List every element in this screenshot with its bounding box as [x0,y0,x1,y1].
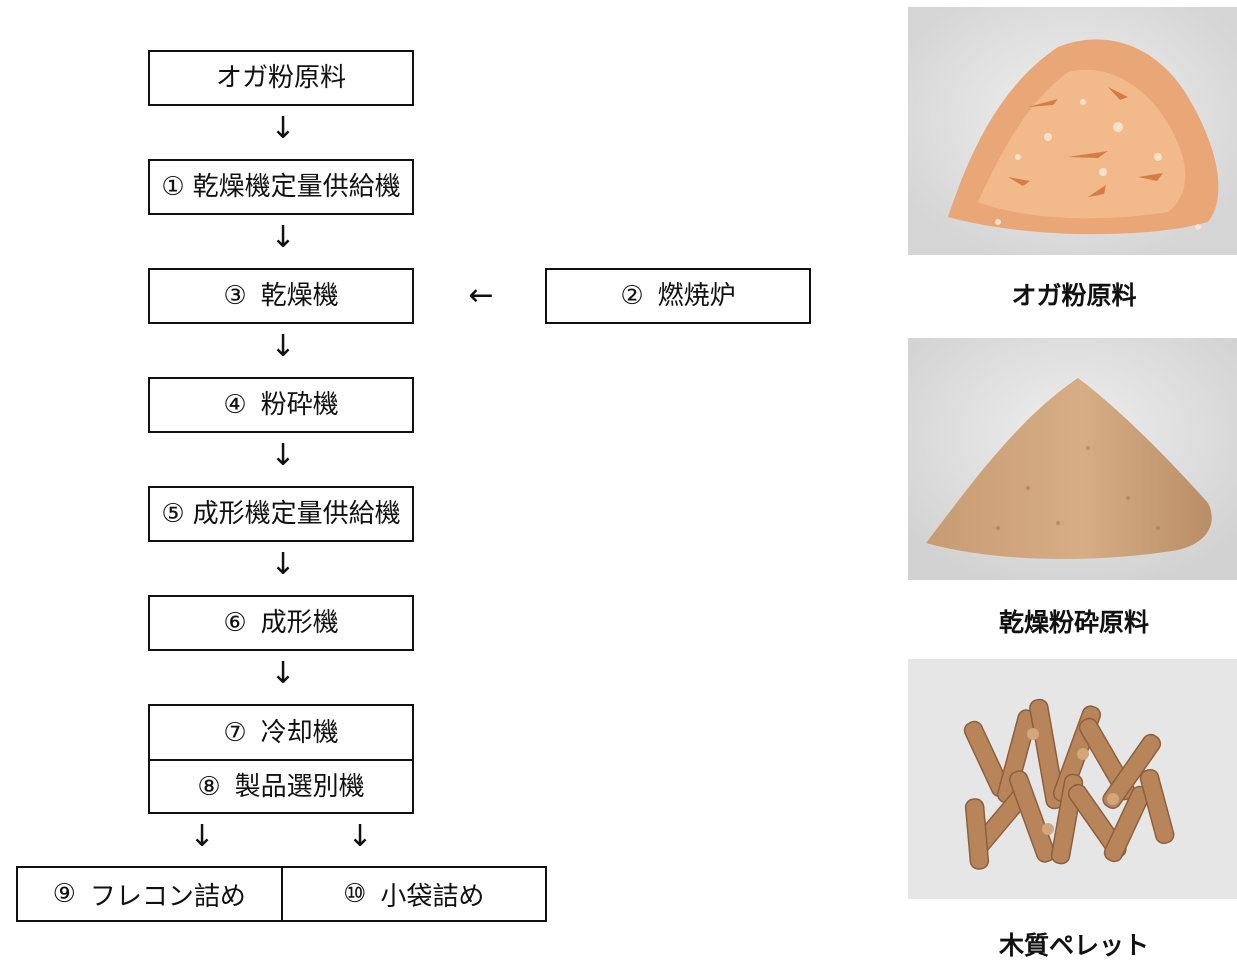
sawdust-powder-photo [908,338,1237,580]
furnace-label: 燃焼炉 [657,281,736,311]
down-arrow-2: ↓ [270,220,296,255]
pellets-caption: 木質ペレット [998,931,1149,960]
down-arrow-5: ↓ [270,547,296,582]
small-bag-label: 小袋詰め [380,881,485,912]
step-number-4: ④ [223,390,247,420]
sawdust-caption: オガ粉原料 [1011,281,1137,310]
down-arrow-6: ↓ [270,656,296,691]
step-number-5: ⑤ [161,499,185,529]
small-bag-cell: ⑩ 小袋詰め [280,868,546,920]
left-arrow: ← [468,278,494,313]
molder-feeder-box: ⑤ 成形機定量供給機 [148,486,414,542]
grinder-box: ④ 粉砕機 [148,377,414,433]
sorter-row: ⑧ 製品選別機 [150,759,412,812]
bulk-bag-label: フレコン詰め [89,881,246,912]
step-number-3: ③ [223,281,247,311]
down-arrow-7: ↓ [189,819,215,854]
dryer-feeder-label: 乾燥機定量供給機 [192,172,401,202]
down-arrow-3: ↓ [270,329,296,364]
step-number-6: ⑥ [223,608,247,638]
sorter-label: 製品選別機 [234,771,365,802]
down-arrow-4: ↓ [270,438,296,473]
raw-material-label: オガ粉原料 [215,63,346,93]
bulk-bag-cell: ⑨ フレコン詰め [18,868,281,920]
molder-box: ⑥ 成形機 [148,595,414,651]
step-number-2: ② [620,281,644,311]
cooler-row: ⑦ 冷却機 [150,706,412,759]
wood-pellets-photo [908,659,1237,899]
raw-material-box: オガ粉原料 [148,50,414,106]
dryer-box: ③ 乾燥機 [148,268,414,324]
molder-feeder-label: 成形機定量供給機 [192,499,401,529]
step-number-7: ⑦ [223,717,247,748]
molder-label: 成形機 [260,608,339,638]
grinder-label: 粉砕機 [260,390,339,420]
down-arrow-1: ↓ [270,111,296,146]
cooler-label: 冷却機 [260,717,339,748]
dryer-feeder-box: ① 乾燥機定量供給機 [148,159,414,215]
furnace-box: ② 燃焼炉 [545,268,811,324]
cooler-sorter-box: ⑦ 冷却機 ⑧ 製品選別機 [148,704,414,814]
step-number-1: ① [161,172,185,202]
step-number-10: ⑩ [343,879,367,909]
dryer-label: 乾燥機 [260,281,339,311]
wood-shavings-photo [908,7,1237,255]
down-arrow-8: ↓ [347,819,373,854]
step-number-8: ⑧ [197,771,221,802]
dried-caption: 乾燥粉砕原料 [998,608,1149,637]
packing-box: ⑨ フレコン詰め ⑩ 小袋詰め [16,866,547,922]
step-number-9: ⑨ [52,879,76,909]
